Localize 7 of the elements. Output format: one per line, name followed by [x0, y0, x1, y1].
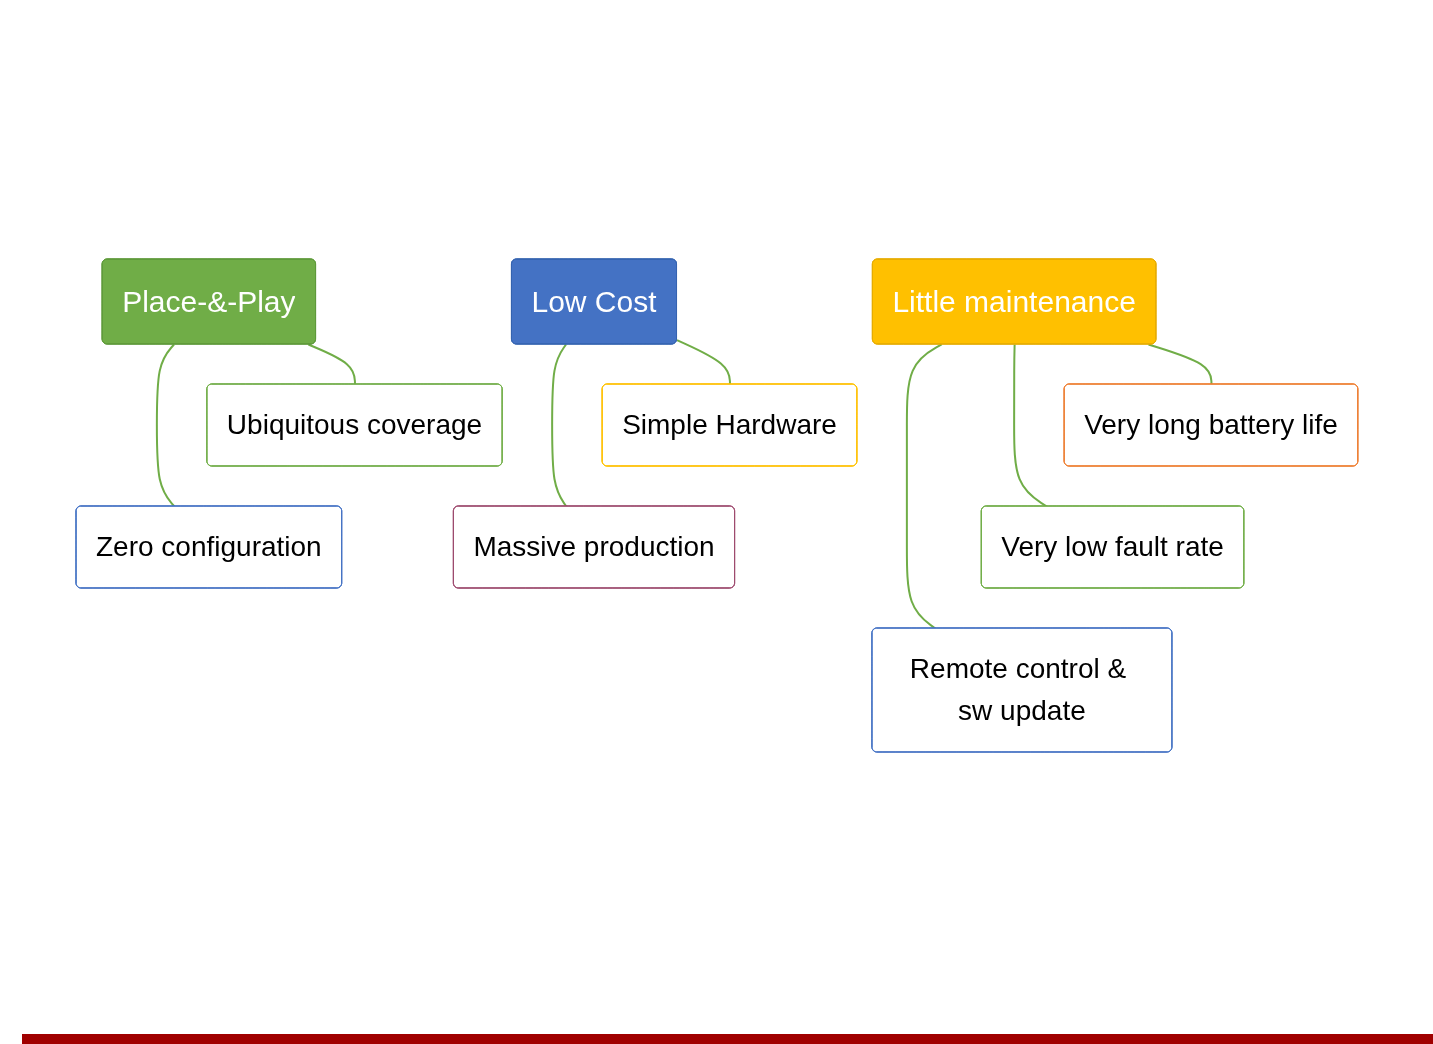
connector	[155, 343, 175, 507]
connector	[905, 343, 943, 629]
connector	[550, 343, 567, 507]
connector	[306, 343, 356, 385]
connector	[1147, 343, 1213, 385]
connector	[675, 338, 731, 385]
connector	[1012, 343, 1048, 507]
